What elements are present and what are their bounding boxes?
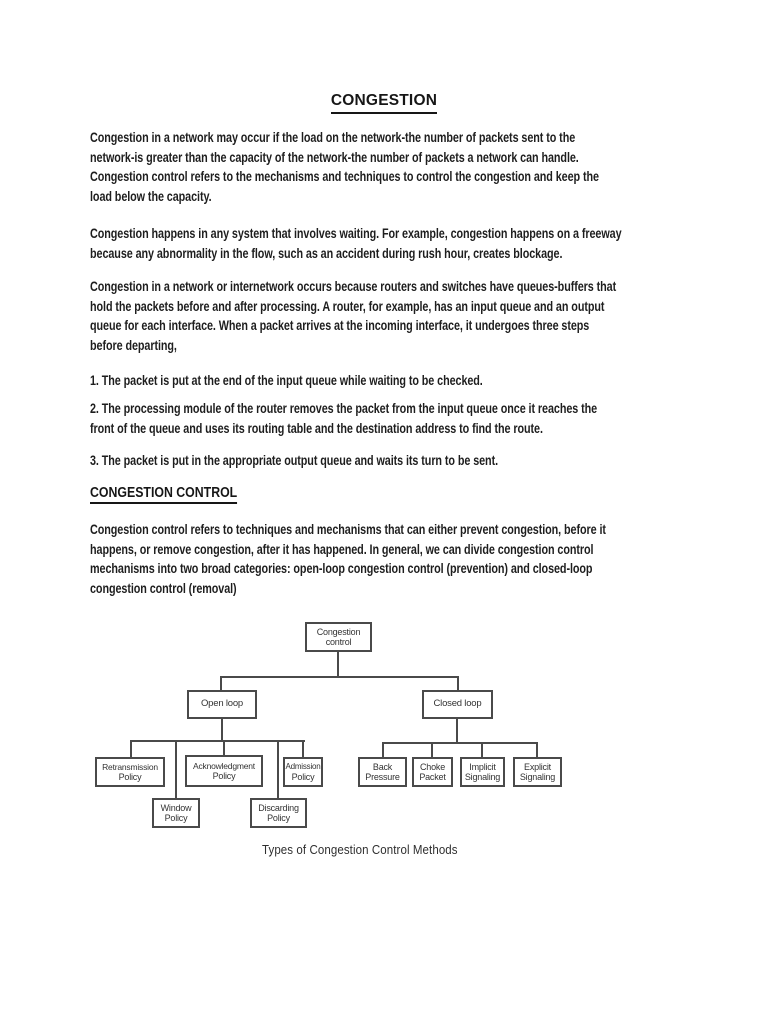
node-label: Explicit xyxy=(524,761,551,772)
connector xyxy=(337,652,339,677)
node-label: Signaling xyxy=(464,772,501,782)
diagram-node-admission-policy: Admission Policy xyxy=(283,757,323,787)
node-label: Retransmission xyxy=(102,761,158,772)
node-label: Signaling xyxy=(519,772,556,782)
paragraph-line: Congestion in a network or internetwork … xyxy=(90,279,617,294)
node-label: Acknowledgment xyxy=(193,760,255,771)
diagram-node-acknowledgment-policy: Acknowledgment Policy xyxy=(185,755,263,787)
connector xyxy=(456,718,458,743)
diagram-node-choke-packet: Choke Packet xyxy=(412,757,453,787)
connector xyxy=(457,676,459,691)
paragraph-line: Congestion control refers to the mechani… xyxy=(90,169,599,184)
node-label: Pressure xyxy=(365,772,400,782)
node-label: Choke xyxy=(419,761,446,772)
connector xyxy=(130,740,305,742)
diagram-node-discarding-policy: Discarding Policy xyxy=(250,798,307,828)
node-label: Window xyxy=(160,802,192,813)
diagram-node-explicit-signaling: Explicit Signaling xyxy=(513,757,562,787)
numbered-item-2-line: 2. The processing module of the router r… xyxy=(90,401,598,416)
connector xyxy=(302,740,304,758)
diagram-node-congestion-control: Congestion control xyxy=(305,622,372,652)
node-label: Policy xyxy=(291,772,315,782)
diagram-node-back-pressure: Back Pressure xyxy=(358,757,407,787)
node-label: Closed loop xyxy=(433,698,482,710)
node-label: control xyxy=(325,637,352,647)
connector xyxy=(382,742,384,758)
connector xyxy=(223,740,225,756)
paragraph-line: mechanisms into two broad categories: op… xyxy=(90,561,593,576)
paragraph-line: load below the capacity. xyxy=(90,188,212,204)
diagram-node-closed-loop: Closed loop xyxy=(422,690,493,719)
node-label: Admission xyxy=(285,761,321,771)
paragraph-line: hold the packets before and after proces… xyxy=(90,298,605,314)
connector xyxy=(220,676,222,691)
paragraph-line: Congestion in a network may occur if the… xyxy=(90,130,576,145)
connector xyxy=(130,740,132,758)
connector xyxy=(220,676,459,678)
diagram-node-retransmission-policy: Retransmission Policy xyxy=(95,757,165,787)
diagram-node-open-loop: Open loop xyxy=(187,690,257,719)
paragraph-line: network-is greater than the capacity of … xyxy=(90,149,579,165)
node-label: Policy xyxy=(267,813,290,823)
connector xyxy=(536,742,538,758)
connector xyxy=(221,718,223,741)
paragraph-line: Congestion happens in any system that in… xyxy=(90,226,622,241)
node-label: Policy xyxy=(118,772,142,782)
paragraph-line: Congestion control refers to techniques … xyxy=(90,522,606,537)
connector xyxy=(277,740,279,799)
node-label: Policy xyxy=(164,813,188,823)
title-container: CONGESTION xyxy=(0,92,768,114)
numbered-item-2-line: front of the queue and uses its routing … xyxy=(90,420,543,436)
connector xyxy=(481,742,483,758)
node-label: Congestion xyxy=(316,626,361,637)
node-label: Open loop xyxy=(200,698,244,710)
diagram-caption: Types of Congestion Control Methods xyxy=(262,843,458,857)
diagram-node-window-policy: Window Policy xyxy=(152,798,200,828)
paragraph-line: queue for each interface. When a packet … xyxy=(90,318,590,333)
node-label: Back xyxy=(372,761,393,772)
connector xyxy=(382,742,538,744)
numbered-item-1: 1. The packet is put at the end of the i… xyxy=(90,373,483,388)
connector xyxy=(175,740,177,799)
section-heading: CONGESTION CONTROL xyxy=(90,485,238,504)
document-title: CONGESTION xyxy=(330,92,438,114)
node-label: Policy xyxy=(212,771,236,781)
diagram-node-implicit-signaling: Implicit Signaling xyxy=(460,757,505,787)
node-label: Discarding xyxy=(258,802,299,813)
node-label: Packet xyxy=(419,772,446,782)
paragraph-line: happens, or remove congestion, after it … xyxy=(90,541,594,557)
paragraph-line: congestion control (removal) xyxy=(90,580,237,596)
node-label: Implicit xyxy=(469,761,496,772)
paragraph-line: before departing, xyxy=(90,337,177,353)
paragraph-line: because any abnormality in the flow, suc… xyxy=(90,245,563,261)
numbered-item-3: 3. The packet is put in the appropriate … xyxy=(90,453,499,468)
connector xyxy=(431,742,433,758)
